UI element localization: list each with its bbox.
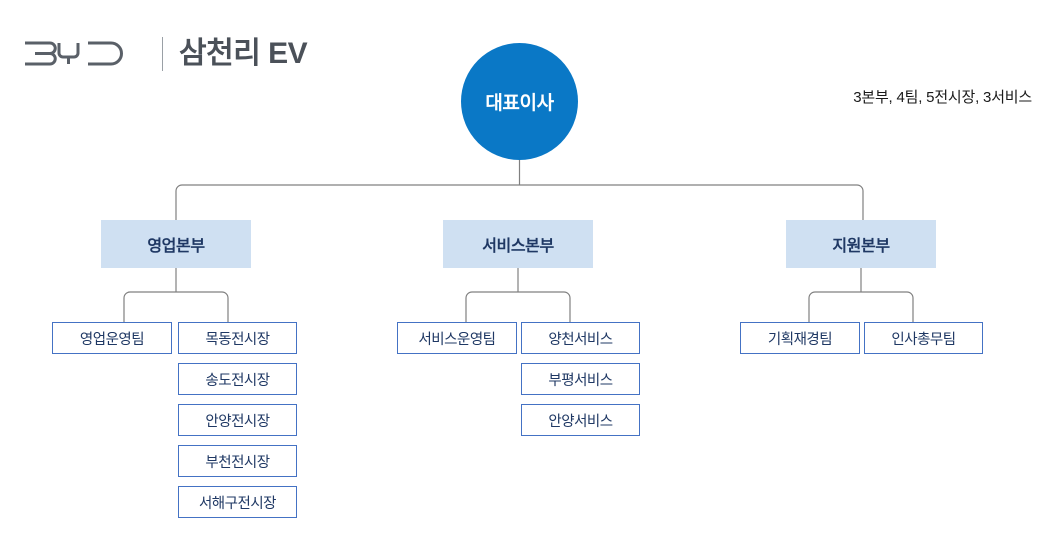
- node-unit-1-0[interactable]: 양천서비스: [521, 322, 640, 354]
- node-unit-2-0[interactable]: 인사총무팀: [864, 322, 983, 354]
- node-unit-1-1[interactable]: 부평서비스: [521, 363, 640, 395]
- node-team-1-0-label: 서비스운영팀: [418, 331, 496, 348]
- node-division-0-label: 영업본부: [147, 238, 205, 255]
- node-unit-0-0[interactable]: 목동전시장: [178, 322, 297, 354]
- node-division-2-label: 지원본부: [832, 238, 890, 255]
- node-unit-0-4-label: 서해구전시장: [198, 495, 277, 512]
- byd-logo-icon: [22, 37, 144, 71]
- brand-divider: [162, 37, 163, 71]
- node-team-1-0[interactable]: 서비스운영팀: [397, 322, 517, 354]
- node-unit-0-3[interactable]: 부천전시장: [178, 445, 297, 477]
- node-unit-0-1-label: 송도전시장: [205, 372, 270, 389]
- node-division-0[interactable]: 영업본부: [101, 220, 251, 268]
- node-division-2[interactable]: 지원본부: [786, 220, 936, 268]
- node-unit-1-0-label: 양천서비스: [548, 331, 613, 348]
- node-team-0-0[interactable]: 영업운영팀: [52, 322, 172, 354]
- node-unit-1-2-label: 안양서비스: [548, 413, 613, 430]
- node-division-1-label: 서비스본부: [482, 238, 554, 255]
- node-unit-2-0-label: 인사총무팀: [891, 331, 956, 348]
- node-ceo[interactable]: 대표이사: [461, 43, 578, 160]
- node-division-1[interactable]: 서비스본부: [443, 220, 593, 268]
- node-unit-1-1-label: 부평서비스: [548, 372, 613, 389]
- node-team-2-0[interactable]: 기획재경팀: [740, 322, 860, 354]
- node-unit-0-3-label: 부천전시장: [205, 454, 270, 471]
- node-unit-0-2-label: 안양전시장: [205, 413, 270, 430]
- node-ceo-label: 대표이사: [485, 93, 554, 114]
- node-team-2-0-label: 기획재경팀: [767, 331, 833, 348]
- node-unit-0-2[interactable]: 안양전시장: [178, 404, 297, 436]
- node-unit-0-4[interactable]: 서해구전시장: [178, 486, 297, 518]
- summary-note: 3본부, 4팀, 5전시장, 3서비스: [853, 89, 1032, 106]
- node-unit-1-2[interactable]: 안양서비스: [521, 404, 640, 436]
- brand-name: 삼천리 EV: [179, 37, 308, 70]
- node-team-0-0-label: 영업운영팀: [79, 331, 145, 348]
- brand-header: 삼천리 EV: [22, 30, 308, 78]
- node-unit-0-0-label: 목동전시장: [205, 331, 270, 348]
- node-unit-0-1[interactable]: 송도전시장: [178, 363, 297, 395]
